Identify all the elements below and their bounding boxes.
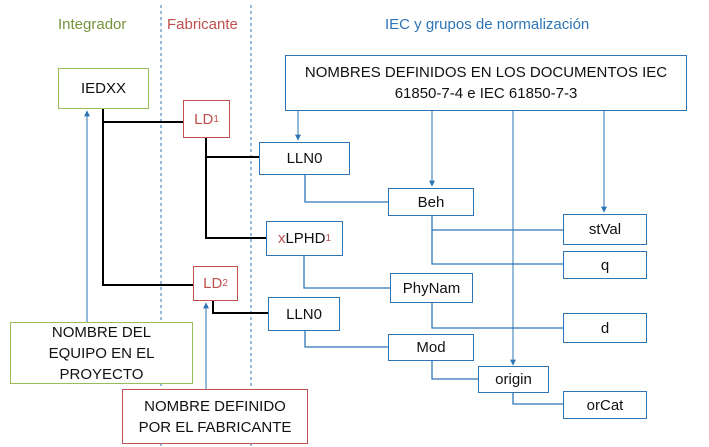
- project-note: NOMBRE DEL EQUIPO EN EL PROYECTO: [10, 322, 193, 384]
- node-q: q: [563, 251, 647, 279]
- node-lln0-ld1: LLN0: [259, 142, 350, 175]
- connector-ld2-lln0: [212, 300, 268, 314]
- xlphd-prefix: x: [277, 230, 286, 247]
- connector-ld1-xlphd: [205, 157, 266, 239]
- node-phynam: PhyNam: [390, 273, 473, 303]
- connector-lln0-beh: [304, 175, 388, 203]
- node-beh: Beh: [388, 188, 474, 216]
- connector-origin-orcat: [512, 393, 563, 405]
- connector-xlphd-phynam: [303, 255, 390, 289]
- iec-note: NOMBRES DEFINIDOS EN LOS DOCUMENTOS IEC …: [285, 55, 687, 111]
- node-mod: Mod: [388, 334, 474, 361]
- ld2-label: LD: [203, 275, 223, 292]
- ld2-subscript: 2: [222, 278, 228, 289]
- header-integrator: Integrador: [58, 16, 127, 33]
- node-lln0-ld2: LLN0: [268, 297, 340, 331]
- header-manufacturer: Fabricante: [167, 16, 238, 33]
- iec-note-line2: 61850-7-4 e IEC 61850-7-3: [394, 85, 578, 102]
- ld1-label: LD: [194, 110, 214, 128]
- node-orcat: orCat: [563, 391, 647, 419]
- connector-iedxx-ld1: [102, 108, 183, 123]
- connector-lln0b-mod: [304, 331, 388, 348]
- node-stval: stVal: [563, 214, 647, 245]
- manufacturer-note-line2: POR EL FABRICANTE: [138, 418, 292, 436]
- ld1-subscript: 1: [213, 113, 219, 125]
- xlphd-subscript: 1: [325, 233, 332, 244]
- connector-phynam-d: [431, 302, 563, 329]
- node-d: d: [563, 313, 647, 343]
- header-iec: IEC y grupos de normalización: [385, 16, 590, 33]
- connector-ld1-lln0: [205, 138, 259, 158]
- node-iedxx: IEDXX: [58, 68, 149, 109]
- project-note-line1: NOMBRE DEL: [51, 323, 152, 341]
- node-origin: origin: [478, 366, 549, 393]
- manufacturer-note-line1: NOMBRE DEFINIDO: [144, 397, 286, 415]
- connector-beh-q: [431, 230, 563, 265]
- manufacturer-note: NOMBRE DEFINIDO POR EL FABRICANTE: [122, 389, 308, 444]
- project-note-line2: EQUIPO EN EL: [48, 344, 155, 362]
- connector-beh-stval: [431, 216, 563, 231]
- xlphd-label: LPHD: [285, 230, 326, 247]
- iec-note-line1: NOMBRES DEFINIDOS EN LOS DOCUMENTOS IEC: [304, 64, 668, 81]
- connector-iedxx-ld2: [102, 122, 193, 286]
- project-note-line3: PROYECTO: [59, 365, 144, 383]
- connector-mod-origin: [431, 361, 478, 380]
